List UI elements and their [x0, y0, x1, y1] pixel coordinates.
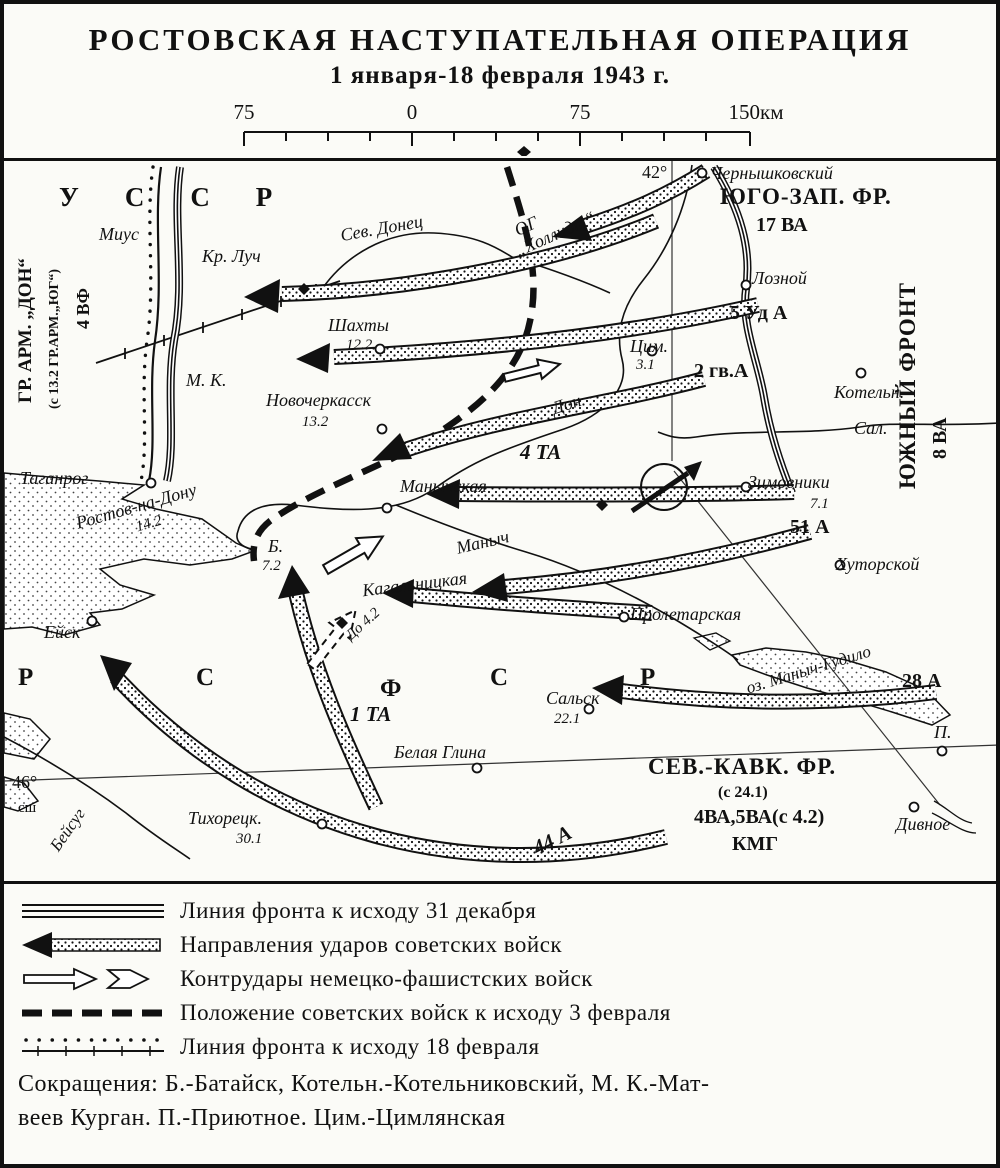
- label-river-mius: Миус: [99, 224, 139, 244]
- map-graphics: [4, 161, 996, 863]
- label-region-ussr: УССР: [59, 182, 319, 212]
- north-diamond-icon: [517, 146, 531, 156]
- label-army-8va: 8 ВА: [929, 417, 951, 459]
- town-markers: [86, 167, 948, 830]
- legend-row-position-feb3: Положение советских войск к исходу 3 фев…: [18, 996, 984, 1030]
- soviet-attack-arrow-icon: [22, 932, 161, 958]
- label-town-taganrog: Таганрог: [20, 468, 89, 488]
- label-town-khutorskoy: Хуторской: [836, 554, 920, 574]
- label-date-zimovniki: 7.1: [810, 496, 829, 512]
- map-area: 42° Чернышковский ЮГО-ЗАП. ФР. 17 ВА УСС…: [4, 161, 996, 881]
- legend-label: Линия фронта к исходу 31 декабря: [180, 898, 537, 923]
- legend-row-front-feb18: Линия фронта к исходу 18 февраля: [18, 1030, 984, 1064]
- front-line-feb18-icon: [22, 1038, 164, 1056]
- label-town-shakhty: Шахты: [328, 315, 389, 335]
- legend-abbreviations-line1: Сокращения: Б.-Батайск, Котельн.-Котельн…: [18, 1071, 710, 1097]
- label-army-51a: 51 А: [790, 516, 830, 538]
- scale-bar: 75 0 75 150км: [4, 100, 996, 158]
- label-rsfsr-f: Ф: [380, 675, 402, 702]
- label-town-loznoy: Лозной: [752, 268, 807, 288]
- hq-diamonds: [298, 283, 608, 629]
- label-german-4ta: 4 ТА: [520, 440, 562, 464]
- grid-lines: [4, 161, 996, 806]
- arrow-heads: [100, 215, 624, 705]
- label-rsfsr-r1: Р: [18, 664, 34, 691]
- label-town-priyutnoye: П.: [934, 722, 952, 742]
- label-german-1ta: 1 ТА: [350, 702, 392, 726]
- label-kmg: КМГ: [732, 833, 779, 855]
- label-town-salsk: Сальск: [546, 688, 600, 708]
- label-front-north-caucasus: СЕВ.-КАВК. ФР.: [648, 754, 837, 779]
- label-rsfsr-r2: Р: [640, 664, 656, 691]
- label-town-kr-luch: Кр. Луч: [202, 246, 261, 266]
- legend-abbreviations-line2: веев Курган. П.-Приютное. Цим.-Цимлянска…: [18, 1105, 506, 1131]
- label-army-4va-5va: 4ВА,5ВА(с 4.2): [694, 806, 825, 828]
- label-date-bataysk: 7.2: [262, 558, 281, 574]
- label-front-southwest: ЮГО-ЗАП. ФР.: [720, 184, 892, 209]
- label-town-divnoye: Дивное: [896, 814, 951, 834]
- soviet-position-feb3-icon: [22, 1009, 164, 1017]
- label-town-tsim: Цим.: [630, 336, 668, 356]
- legend-label: Направления ударов советских войск: [180, 932, 563, 957]
- label-army-5ud: 5 Уд А: [730, 302, 788, 324]
- label-town-mk: М. К.: [186, 370, 227, 390]
- soviet-arrows: [100, 164, 938, 863]
- label-army-17va: 17 ВА: [756, 214, 808, 236]
- legend-label: Линия фронта к исходу 18 февраля: [180, 1034, 540, 1059]
- label-town-chernyshkovsky: Чернышковский: [710, 163, 833, 183]
- map-title: РОСТОВСКАЯ НАСТУПАТЕЛЬНАЯ ОПЕРАЦИЯ: [88, 22, 912, 57]
- map-header: РОСТОВСКАЯ НАСТУПАТЕЛЬНАЯ ОПЕРАЦИЯ 1 янв…: [4, 4, 996, 161]
- scale-ruler: [243, 131, 751, 156]
- label-date-novocherkassk: 13.2: [302, 414, 329, 430]
- scale-label-75-right: 75: [569, 100, 591, 124]
- label-date-tsim: 3.1: [636, 357, 655, 373]
- parallel-46-label: 46°: [12, 772, 38, 792]
- label-town-yeysk: Ейск: [44, 622, 81, 642]
- front-line-dec31-icon: [22, 904, 164, 918]
- label-town-proletarskaya: Пролетарская: [630, 604, 742, 624]
- meridian-42-label: 42°: [642, 162, 668, 182]
- german-counterattack-arrow-icon: [23, 967, 151, 991]
- encircled-group: [630, 461, 702, 514]
- label-town-bataysk: Б.: [268, 536, 284, 556]
- label-army-28a: 28 А: [902, 670, 942, 692]
- legend-row-front-dec31: Линия фронта к исходу 31 декабря: [18, 894, 984, 928]
- label-rsfsr-s2: С: [490, 664, 509, 691]
- map-subtitle: 1 января-18 февраля 1943 г.: [329, 62, 671, 89]
- scale-label-150km: 150км: [728, 100, 784, 124]
- label-town-kotelnikovo: Котельн.: [834, 382, 905, 402]
- sea-azov: [4, 472, 257, 812]
- label-town-belaya-glina: Белая Глина: [394, 742, 487, 762]
- label-town-zimovniki: Зимовники: [748, 472, 830, 492]
- legend-row-german-arrow: Контрудары немецко-фашистских войск: [18, 962, 984, 996]
- label-date-shakhty: 12.2: [346, 337, 373, 353]
- label-town-tikhoretsk: Тихорецк.: [188, 808, 263, 828]
- parallel-note-label: сш: [18, 800, 37, 816]
- scale-label-0: 0: [406, 100, 418, 124]
- legend-row-soviet-arrow: Направления ударов советских войск: [18, 928, 984, 962]
- label-front-southern: ЮЖНЫЙ ФРОНТ: [895, 282, 920, 489]
- legend-label: Положение советских войск к исходу 3 фев…: [180, 1000, 671, 1025]
- front-line-dec31: [163, 164, 796, 495]
- label-date-tikhoretsk: 30.1: [236, 831, 263, 847]
- front-line-feb18: [139, 165, 163, 483]
- label-german-air-fleet-4: 4 ВФ: [73, 288, 93, 329]
- label-german-army-group-don: ГР. АРМ. „ДОН“: [15, 258, 36, 403]
- label-town-manychskaya: Манычская: [400, 476, 487, 496]
- label-town-novocherkassk: Новочеркасск: [266, 390, 372, 410]
- label-army-2gv: 2 гв.А: [694, 360, 749, 382]
- label-german-army-group-note: (с 13.2 ГР.АРМ.„ЮГ“): [47, 268, 62, 409]
- label-rsfsr-s1: С: [196, 664, 215, 691]
- label-river-sal: Сал.: [854, 418, 888, 438]
- label-front-nc-note: (с 24.1): [718, 784, 768, 801]
- scale-label-75-left: 75: [233, 100, 255, 124]
- legend-label: Контрудары немецко-фашистских войск: [180, 966, 593, 991]
- label-date-salsk: 22.1: [554, 711, 581, 727]
- legend: Линия фронта к исходу 31 декабря Направл…: [4, 881, 996, 1164]
